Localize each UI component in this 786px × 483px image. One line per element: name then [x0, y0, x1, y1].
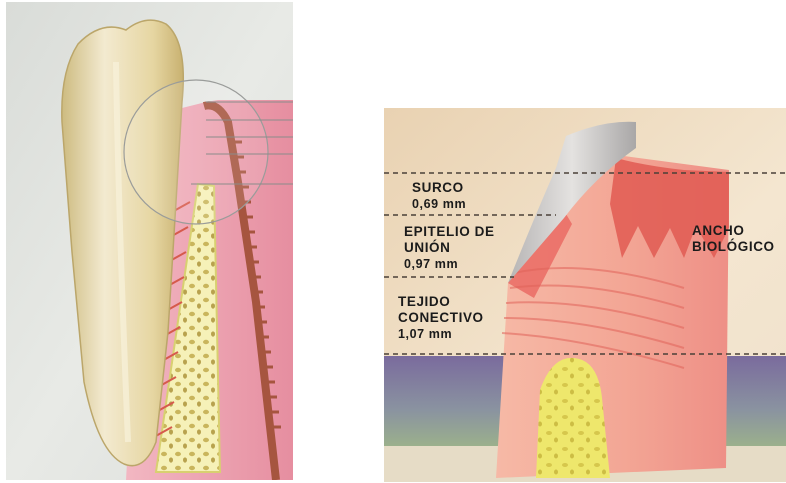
- right-biologic-width-illustration: SURCO 0,69 mm EPITELIO DE UNIÓN 0,97 mm …: [384, 108, 786, 482]
- connective-tissue-label: TEJIDO CONECTIVO 1,07 mm: [398, 294, 484, 342]
- junctional-epithelium-label: EPITELIO DE UNIÓN 0,97 mm: [404, 224, 495, 272]
- junctional-epithelium-value: 0,97 mm: [404, 256, 495, 272]
- biologic-width-label: ANCHO BIOLÓGICO: [692, 223, 775, 255]
- sulcus-label: SURCO 0,69 mm: [412, 180, 466, 212]
- left-illustration-svg: [6, 2, 293, 480]
- connective-tissue-value: 1,07 mm: [398, 326, 484, 342]
- sulcus-value: 0,69 mm: [412, 196, 466, 212]
- left-tooth-illustration: [6, 2, 293, 480]
